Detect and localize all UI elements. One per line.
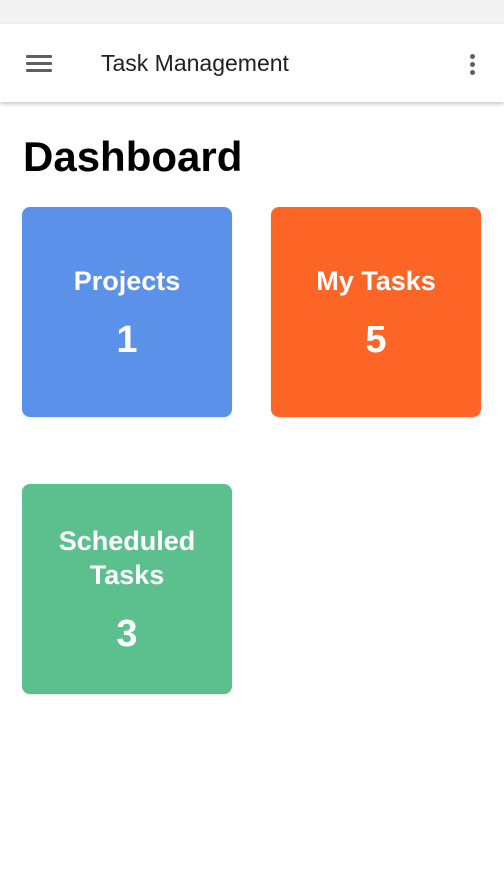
menu-button[interactable] xyxy=(20,46,58,80)
my-tasks-card[interactable]: My Tasks 5 xyxy=(271,207,481,417)
app-title: Task Management xyxy=(101,50,289,76)
page-title: Dashboard xyxy=(23,133,243,180)
status-bar xyxy=(0,0,504,24)
my-tasks-card-title: My Tasks xyxy=(316,266,436,296)
projects-card[interactable]: Projects 1 xyxy=(22,207,232,417)
scheduled-tasks-card[interactable]: Scheduled Tasks 3 xyxy=(22,484,232,694)
overflow-menu-button[interactable] xyxy=(458,48,488,80)
scheduled-tasks-card-title: Scheduled Tasks xyxy=(58,526,196,590)
my-tasks-card-count: 5 xyxy=(365,319,387,361)
scheduled-tasks-card-count: 3 xyxy=(116,613,138,655)
projects-card-count: 1 xyxy=(116,319,138,361)
projects-card-title: Projects xyxy=(73,266,181,296)
app-bar: Task Management xyxy=(0,24,504,102)
